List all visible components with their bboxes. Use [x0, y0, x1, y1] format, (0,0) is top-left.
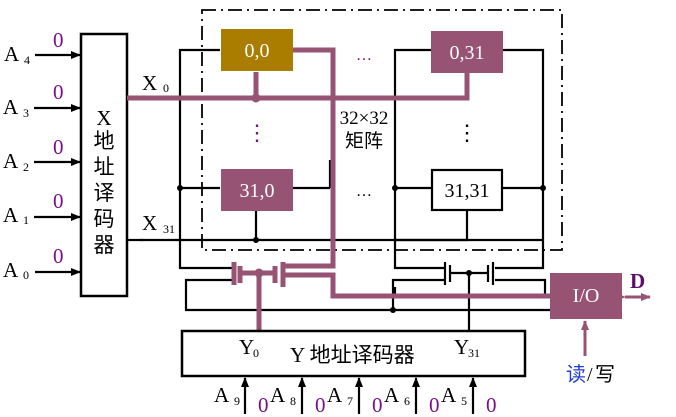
- x-decoder: [79, 32, 129, 298]
- svg-text:0: 0: [253, 346, 259, 360]
- x-input-a0: A 0 0: [3, 244, 81, 282]
- svg-text:A: A: [214, 383, 230, 407]
- svg-text:A: A: [441, 383, 457, 407]
- svg-text:A: A: [3, 149, 19, 173]
- svg-text:码: 码: [94, 207, 115, 231]
- cell-0-0: 0,0: [221, 29, 293, 71]
- svg-text:器: 器: [94, 233, 115, 257]
- svg-text:A: A: [384, 383, 400, 407]
- cell-31-0: 31,0: [221, 169, 293, 211]
- svg-text:0: 0: [53, 135, 64, 159]
- svg-text:31,31: 31,31: [445, 180, 490, 202]
- svg-text:I/O: I/O: [573, 285, 600, 307]
- y31-transfer-gates: [443, 262, 495, 330]
- y-input-a7: A 7 0: [327, 377, 383, 417]
- svg-text:0: 0: [53, 189, 64, 213]
- svg-text:读: 读: [566, 363, 586, 386]
- x-output-31: X 31: [142, 211, 175, 236]
- svg-text:8: 8: [290, 394, 296, 408]
- column-0-bitlines: [178, 48, 332, 270]
- svg-text:7: 7: [347, 394, 353, 408]
- matrix-label: 矩阵: [345, 130, 383, 152]
- svg-text:0: 0: [53, 28, 64, 52]
- svg-text:0,31: 0,31: [450, 42, 485, 64]
- svg-text:0: 0: [258, 393, 269, 417]
- svg-text:A: A: [3, 95, 19, 119]
- svg-text:4: 4: [24, 53, 30, 67]
- y-decoder-label: Y 地址译码器: [290, 343, 415, 367]
- x-decoder-label: X 地 址 译 码 器: [94, 106, 115, 257]
- svg-text:A: A: [327, 383, 343, 407]
- ellipsis-row0: …: [356, 47, 372, 64]
- svg-text:1: 1: [23, 213, 29, 227]
- y-input-a6: A 6 0: [384, 377, 440, 417]
- svg-text:0: 0: [429, 393, 440, 417]
- y-output-0: Y 0: [239, 335, 259, 360]
- svg-text:Y: Y: [239, 335, 254, 359]
- y-input-a9: A 9 0: [214, 377, 269, 417]
- svg-text:31,0: 31,0: [240, 180, 275, 202]
- svg-text:0: 0: [163, 81, 169, 95]
- svg-text:0: 0: [315, 393, 326, 417]
- svg-text:A: A: [270, 383, 286, 407]
- svg-text:0: 0: [23, 268, 29, 282]
- svg-text:2: 2: [23, 160, 29, 174]
- svg-text:0: 0: [53, 80, 64, 104]
- svg-text:0: 0: [53, 244, 64, 268]
- read-write-control: 读 / 写: [566, 320, 615, 386]
- x-input-a2: A 2 0: [3, 135, 81, 174]
- x-output-0: X 0: [142, 71, 169, 95]
- ellipsis-col31: ⋮: [456, 120, 478, 145]
- svg-text:A: A: [3, 203, 19, 227]
- svg-text:9: 9: [234, 394, 240, 408]
- svg-text:写: 写: [595, 364, 615, 386]
- svg-text:X: X: [96, 106, 111, 130]
- svg-text:/: /: [587, 364, 593, 386]
- svg-text:X: X: [142, 211, 157, 235]
- cell-0-31: 0,31: [431, 31, 503, 73]
- svg-text:0,0: 0,0: [245, 40, 270, 62]
- y-input-a8: A 8 0: [270, 377, 326, 417]
- svg-text:址: 址: [94, 155, 115, 179]
- ellipsis-col0: ⋮: [246, 120, 268, 145]
- svg-text:6: 6: [404, 394, 410, 408]
- x-input-a1: A 1 0: [3, 189, 81, 227]
- y-decoder: [180, 329, 527, 378]
- svg-text:译: 译: [94, 181, 115, 205]
- svg-text:31: 31: [468, 346, 480, 360]
- svg-text:0: 0: [372, 393, 383, 417]
- io-block: I/O: [550, 273, 622, 319]
- data-line-d: D: [616, 269, 651, 301]
- y-output-31: Y 31: [454, 335, 480, 360]
- svg-text:3: 3: [23, 106, 29, 120]
- selected-path: [140, 47, 552, 330]
- x-input-a3: A 3 0: [3, 80, 81, 120]
- cell-31-31: 31,31: [430, 168, 504, 212]
- y-input-a5: A 5 0: [441, 377, 497, 417]
- matrix-boundary: [201, 9, 563, 251]
- svg-text:A: A: [3, 258, 19, 282]
- svg-text:Y: Y: [454, 335, 469, 359]
- svg-text:0: 0: [486, 393, 497, 417]
- svg-text:地: 地: [94, 129, 115, 153]
- ellipsis-row31: …: [356, 183, 372, 200]
- matrix-size-label: 32×32: [340, 108, 389, 129]
- svg-text:31: 31: [163, 222, 175, 236]
- svg-text:X: X: [142, 71, 157, 95]
- svg-text:A: A: [4, 42, 20, 66]
- svg-text:D: D: [630, 269, 645, 293]
- svg-text:5: 5: [461, 394, 467, 408]
- x-input-a4: A 4 0: [4, 28, 81, 67]
